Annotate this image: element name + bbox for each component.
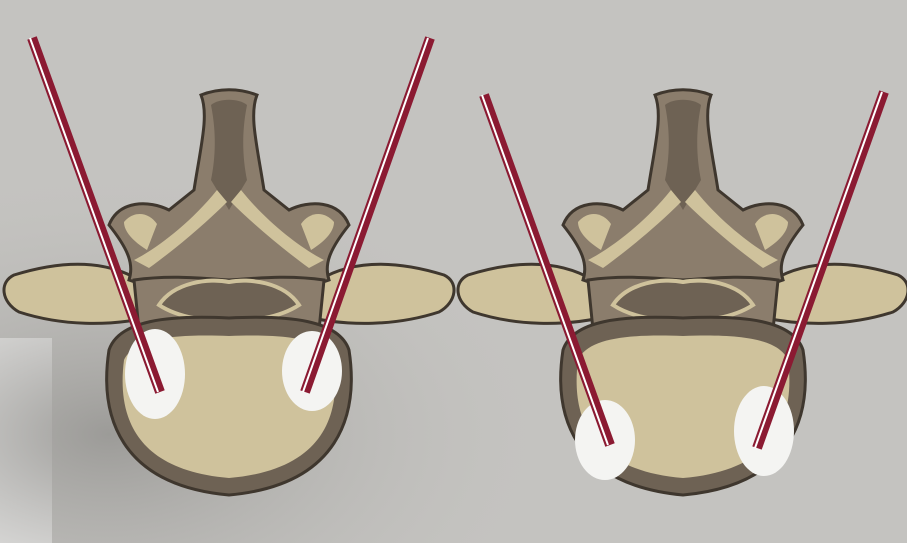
vertebra-diagram <box>0 0 907 543</box>
